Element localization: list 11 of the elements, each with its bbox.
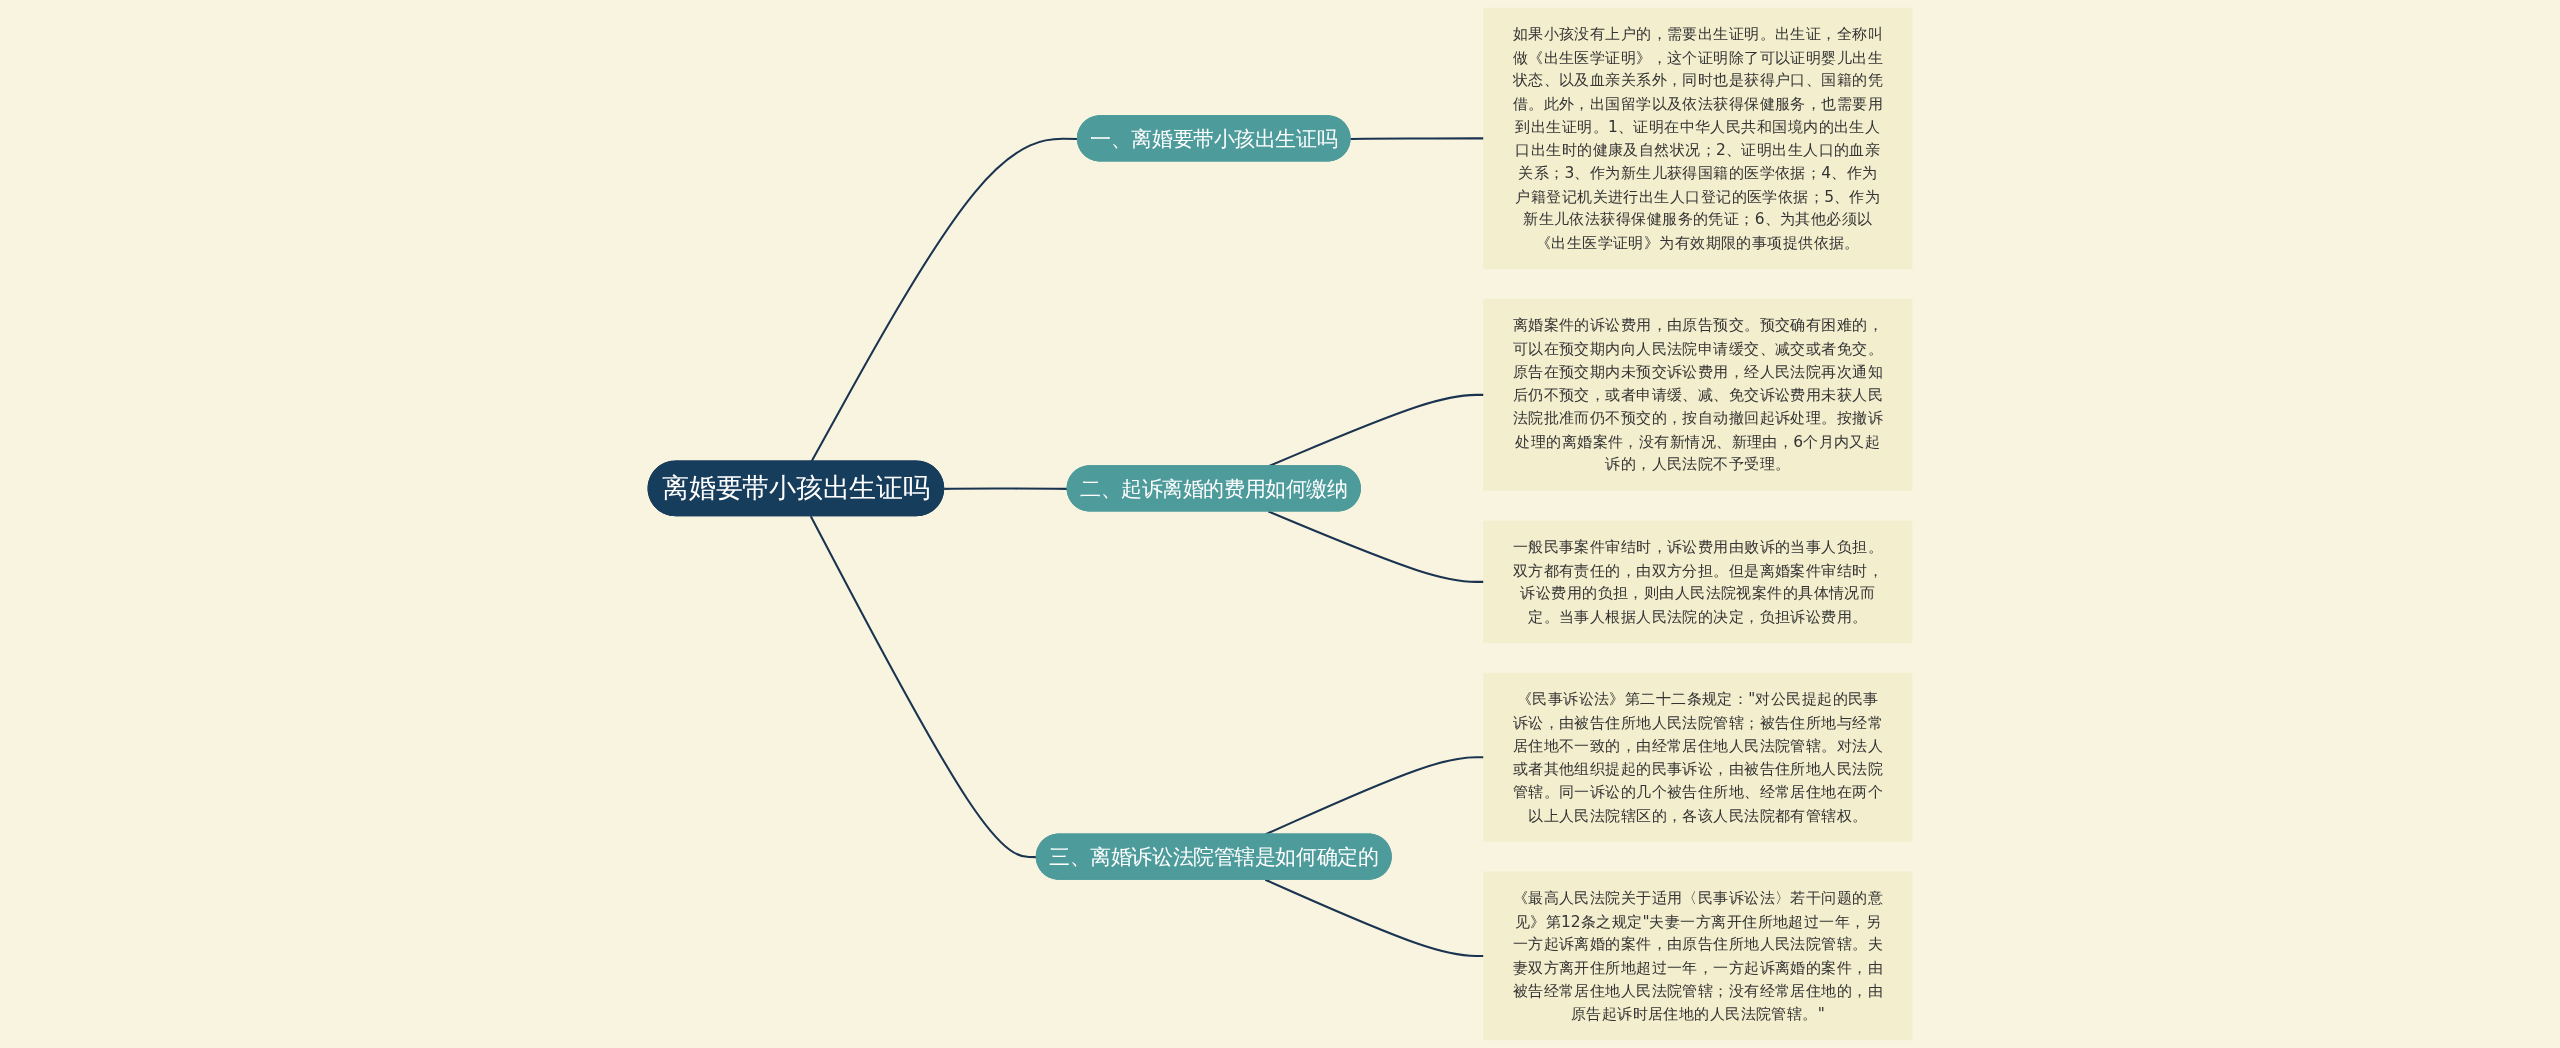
connector	[1264, 878, 1484, 957]
node-box: 《民事诉讼法》第二十二条规定："对公民提起的民事诉讼，由被告住所地人民法院管辖；被告住所地与经常居住地不一致的，由经常居住地人民法院管辖。对法人或者其他组织提起的民事诉讼，由被告住所地人民法院管辖。同一诉讼的几个被告住所地、经常居住地在两个以上人民法院辖区的，各该人民法院都有管辖权。	[1483, 672, 1913, 842]
connector	[944, 487, 1068, 490]
node-box: 如果小孩没有上户的，需要出生证明。出生证，全称叫做《出生医学证明》，这个证明除了可以证明婴儿出生状态、以及血亲关系外，同时也是获得户口、国籍的凭借。此外，出国留学以及依法获得保健服务，也需要用到出生证明。1、证明在中华人民共和国境内的出生人口出生时的健康及自然状况；2、证明出生人口的血亲关系；3、作为新生儿获得国籍的医学依据；4、作为户籍登记机关进行出生人口登记的医学依据；5、作为新生儿依法获得保健服务的凭证；6、为其他必须以《出生医学证明》为有效期限的事项提供依据。	[1483, 7, 1913, 270]
node-box: 离婚案件的诉讼费用，由原告预交。预交确有困难的，可以在预交期内向人民法院申请缓交、减交或者免交。原告在预交期内未预交诉讼费用，经人民法院再次通知后仍不预交，或者申请缓、减、免交诉讼费用未获人民法院批准而仍不预交的，按自动撤回起诉处理。按撤诉处理的离婚案件，没有新情况、新理由，6个月内又起诉的，人民法院不予受理。	[1483, 298, 1913, 491]
connector	[810, 137, 1078, 463]
connector	[1268, 510, 1484, 583]
node-box: 一般民事案件审结时，诉讼费用由败诉的当事人负担。双方都有责任的，由双方分担。但是离婚案件审结时，诉讼费用的负担，则由人民法院视案件的具体情况而定。当事人根据人民法院的决定，负担诉讼费用。	[1483, 520, 1913, 644]
connector	[1350, 137, 1484, 140]
node-box: 《最高人民法院关于适用〈民事诉讼法〉若干问题的意见》第12条之规定"夫妻一方离开住所地超过一年，另一方起诉离婚的案件，由原告住所地人民法院管辖。夫妻双方离开住所地超过一年，一方起诉离婚的案件，由被告经常居住地人民法院管辖；没有经常居住地的，由原告起诉时居住地的人民法院管辖。"	[1483, 871, 1913, 1041]
connector	[809, 515, 1037, 859]
